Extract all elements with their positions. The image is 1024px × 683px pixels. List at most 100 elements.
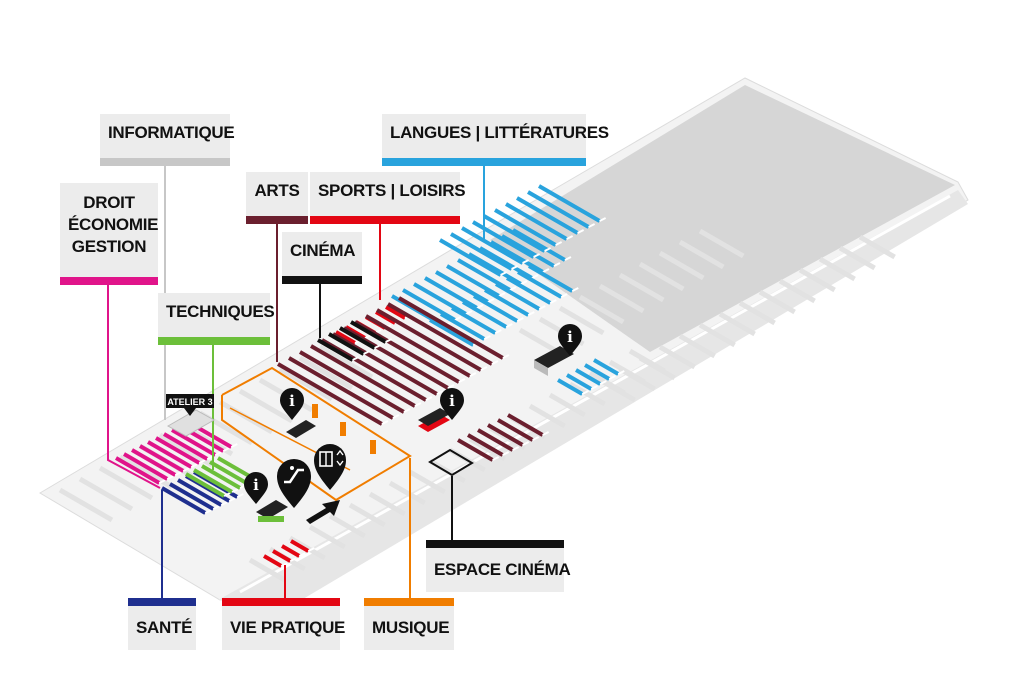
langues-small-shelf-edge (608, 375, 616, 380)
info-desk-right-base (534, 360, 548, 376)
background-shelf (838, 245, 876, 271)
label-espace-cinema-text: ESPACE CINÉMA (434, 560, 571, 579)
arts-shelf (375, 308, 482, 372)
arts-shelf (386, 302, 493, 366)
background-shelf (798, 267, 836, 293)
background-shelf (368, 491, 406, 517)
label-sports-text: SPORTS | LOISIRS (318, 181, 466, 200)
label-cinema[interactable]: CINÉMA (282, 232, 362, 284)
langues-shelf-edge (454, 316, 462, 321)
langues-shelf (450, 306, 497, 335)
label-langues[interactable]: LANGUES | LITTÉRATURES (382, 114, 609, 166)
arts-small-shelf (476, 428, 514, 452)
elevator-icon[interactable] (314, 444, 346, 490)
shelves-techniques (184, 456, 263, 498)
label-droit[interactable]: DROIT ÉCONOMIE GESTION (60, 183, 158, 285)
cinema-shelf-edge (363, 350, 371, 355)
arts-small-shelf-edge (492, 456, 500, 461)
bar-droit (60, 277, 158, 285)
arts-small-shelf-edge (512, 446, 520, 451)
info-icon[interactable]: i (244, 472, 268, 504)
entrance-arrow-icon[interactable] (306, 500, 340, 524)
background-shelf (678, 333, 716, 359)
label-espace-cinema[interactable]: ESPACE CINÉMA (426, 540, 571, 592)
arts-shelf (397, 296, 504, 360)
info-icon[interactable]: i (280, 388, 304, 420)
droit-shelf-edge (190, 463, 198, 468)
sante-shelf (176, 478, 223, 507)
label-droit-line-1: DROIT (83, 193, 135, 212)
langues-shelf-edge (542, 268, 550, 273)
label-langues-text: LANGUES | LITTÉRATURES (390, 123, 609, 142)
info-icon[interactable]: i (558, 324, 582, 356)
arts-shelf (298, 350, 405, 414)
techniques-shelf (200, 464, 242, 490)
atelier-tag: ATELIER 3 (166, 394, 214, 416)
droit-shelf-edge (158, 479, 166, 484)
langues-shelf (505, 276, 552, 305)
vie-pratique-shelf-edge (280, 562, 288, 567)
langues-shelf (516, 270, 563, 299)
label-sante[interactable]: SANTÉ (128, 598, 196, 650)
background-shelf (658, 250, 705, 281)
background-shelf (758, 289, 796, 315)
label-informatique[interactable]: INFORMATIQUE (100, 114, 235, 166)
label-vie-pratique[interactable]: VIE PRATIQUE (222, 598, 345, 650)
label-musique[interactable]: MUSIQUE (364, 598, 454, 650)
sante-shelf-edge (228, 497, 236, 502)
arts-shelf-edge (403, 408, 411, 413)
background-shelf (638, 261, 685, 292)
bar-arts (246, 216, 308, 224)
droit-shelf (130, 448, 177, 477)
espace-cinema-box (428, 448, 474, 477)
sports-shelf (384, 305, 407, 320)
langues-shelf (493, 208, 557, 247)
arts-shelf (353, 320, 460, 384)
background-shelf (638, 355, 676, 381)
escalator-icon[interactable] (277, 459, 311, 508)
arts-small-shelf (486, 423, 524, 447)
arts-small-shelf (506, 413, 544, 437)
label-cinema-text: CINÉMA (290, 241, 356, 260)
langues-shelf-edge (465, 310, 473, 315)
background-shelf (698, 322, 736, 348)
arts-shelf-edge (502, 354, 510, 359)
langues-shelf-edge (527, 311, 535, 316)
droit-shelf (122, 452, 169, 481)
langues-shelf-edge (533, 253, 541, 258)
label-sports[interactable]: SPORTS | LOISIRS (310, 172, 466, 224)
label-sante-text: SANTÉ (136, 618, 193, 637)
vie-pratique-shelf (271, 549, 292, 563)
langues-shelf-edge (564, 256, 572, 261)
label-techniques[interactable]: TECHNIQUES (158, 293, 275, 345)
background-shelf (618, 366, 656, 392)
info-icon[interactable]: i (440, 388, 464, 420)
arts-shelf-edge (469, 372, 477, 377)
droit-shelf (154, 436, 201, 465)
arts-small-shelf (496, 418, 534, 442)
cinema-shelf-edge (385, 338, 393, 343)
langues-shelf (439, 312, 486, 341)
vie-pratique-shelf (280, 544, 301, 558)
vie-pratique-shelf (289, 539, 310, 553)
musique-shelf-3 (370, 440, 376, 454)
droit-shelf (114, 456, 161, 485)
background-shelf (718, 311, 756, 337)
arts-shelf (331, 332, 438, 396)
background-shelf (318, 344, 374, 380)
langues-shelf-edge (509, 286, 517, 291)
langues-shelf (472, 294, 519, 323)
background-shelf (658, 344, 696, 370)
bar-sports (310, 216, 460, 224)
techniques-shelf (184, 472, 226, 498)
sports-shelf (374, 310, 397, 325)
bar-espace-cinema (426, 540, 564, 548)
langues-shelf-edge (560, 293, 568, 298)
arts-small-shelf-edge (522, 441, 530, 446)
background-shelf (818, 256, 856, 282)
label-arts[interactable]: ARTS (246, 172, 308, 224)
info-desk-left (286, 420, 316, 438)
droit-shelf-edge (222, 447, 230, 452)
langues-shelf-edge (571, 287, 579, 292)
